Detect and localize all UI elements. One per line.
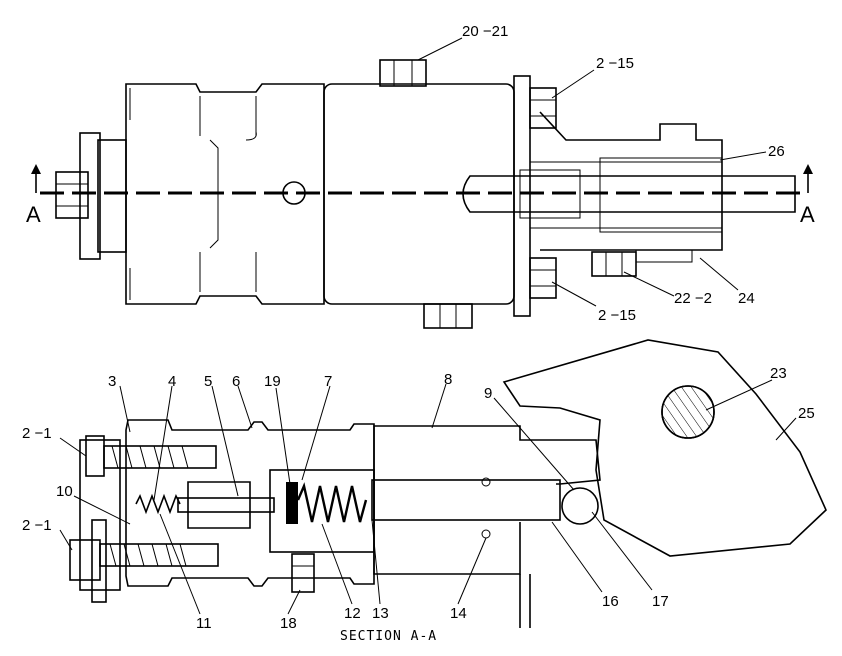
- spring-cavity: [269, 469, 375, 553]
- bracket: [539, 111, 723, 251]
- spring-seat: [286, 482, 298, 524]
- section-marker-left: A: [26, 202, 41, 227]
- callout-9: 9: [484, 385, 492, 402]
- nut-22-2: [591, 251, 637, 277]
- callout-14: 14: [450, 605, 467, 622]
- callout-18: 18: [280, 615, 297, 632]
- section-arrow-right: [803, 164, 813, 174]
- flange: [513, 75, 531, 317]
- bolt-20-21: [379, 59, 427, 87]
- callout-17: 17: [652, 593, 669, 610]
- callout-3: 3: [108, 373, 116, 390]
- callout-19: 19: [264, 373, 281, 390]
- callout-2-15-bottom: 2 −15: [598, 307, 636, 324]
- plunger: [177, 497, 275, 513]
- section-caption: SECTION A-A: [340, 629, 437, 644]
- top-view: [31, 37, 813, 329]
- callout-2-15-top: 2 −15: [596, 55, 634, 72]
- large-spring: [296, 482, 368, 523]
- callout-12: 12: [344, 605, 361, 622]
- end-plate: [79, 132, 101, 260]
- bolt-head-bottom: [69, 539, 101, 581]
- callout-2-1-top: 2 −1: [22, 425, 52, 442]
- pin-17: [561, 487, 599, 525]
- piston: [371, 479, 561, 521]
- callout-16: 16: [602, 593, 619, 610]
- callout-24: 24: [738, 290, 755, 307]
- push-rod: [462, 175, 796, 213]
- callout-5: 5: [204, 373, 212, 390]
- section-marker-right: A: [800, 202, 815, 227]
- section-view: [59, 339, 827, 628]
- callout-11: 11: [196, 615, 212, 632]
- end-flange: [97, 139, 127, 253]
- small-spring: [135, 493, 181, 515]
- valve-body: [125, 83, 325, 305]
- callout-13: 13: [372, 605, 389, 622]
- lever: [502, 339, 827, 557]
- nut-top: [529, 87, 557, 129]
- callout-2-1-bottom: 2 −1: [22, 517, 52, 534]
- callout-10: 10: [56, 483, 73, 500]
- callout-26: 26: [768, 143, 785, 160]
- callout-20-21: 20 −21: [462, 23, 508, 40]
- bolt-bottom: [423, 303, 473, 329]
- cylinder-body: [323, 83, 515, 305]
- callout-23: 23: [770, 365, 787, 382]
- callout-6: 6: [232, 373, 240, 390]
- bolt-head-top: [85, 435, 105, 477]
- plug-18: [291, 553, 315, 593]
- section-arrow-left: [31, 164, 41, 174]
- callout-22-2: 22 −2: [674, 290, 712, 307]
- callout-8: 8: [444, 371, 452, 388]
- nut-bottom: [529, 257, 557, 299]
- bolt-head-left: [55, 171, 89, 219]
- cylinder-section: [373, 425, 601, 575]
- callout-7: 7: [324, 373, 332, 390]
- callout-25: 25: [798, 405, 815, 422]
- callout-4: 4: [168, 373, 176, 390]
